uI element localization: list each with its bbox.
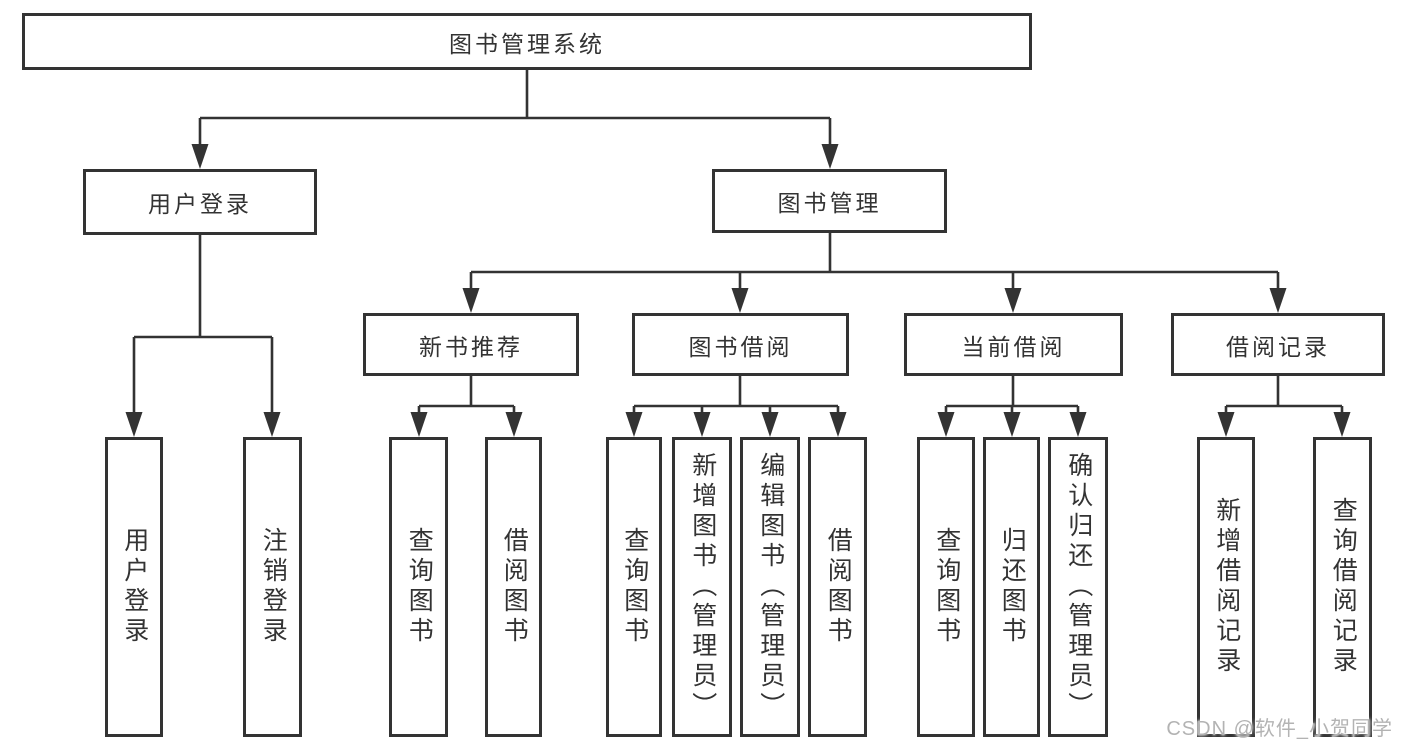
leaf-query-books-current: 查询图书 <box>917 437 975 737</box>
leaf-add-borrow-record: 新增借阅记录 <box>1197 437 1255 737</box>
node-label: 确认归还（管理员） <box>1064 452 1093 722</box>
node-label: 编辑图书（管理员） <box>756 452 785 722</box>
node-label: 归还图书 <box>998 527 1027 647</box>
node-user-login-branch: 用户登录 <box>83 169 317 235</box>
leaf-return-books: 归还图书 <box>983 437 1040 737</box>
connector-current-borrowing-leaves <box>937 376 1087 437</box>
node-current-borrowing: 当前借阅 <box>904 313 1123 376</box>
leaf-confirm-return-admin: 确认归还（管理员） <box>1048 437 1108 737</box>
node-book-borrowing: 图书借阅 <box>632 313 849 376</box>
node-label: 新增借阅记录 <box>1212 497 1241 677</box>
node-label: 查询图书 <box>932 527 961 647</box>
csdn-watermark: CSDN @软件_小贺同学 <box>1166 718 1393 740</box>
node-borrowing-records: 借阅记录 <box>1171 313 1385 376</box>
node-label: 图书借阅 <box>688 333 793 360</box>
node-label: 借阅记录 <box>1226 333 1330 360</box>
leaf-user-login: 用户登录 <box>105 437 163 737</box>
node-label: 当前借阅 <box>961 333 1066 360</box>
node-label: 用户登录 <box>120 527 149 647</box>
connector-book-management-to-level2 <box>462 233 1287 313</box>
node-label: 新增图书（管理员） <box>688 452 717 722</box>
node-new-book-recommendation: 新书推荐 <box>363 313 579 376</box>
node-library-management-system: 图书管理系统 <box>22 13 1032 70</box>
connector-user-login-to-leaves <box>125 235 281 437</box>
leaf-borrow-books-recommendation: 借阅图书 <box>485 437 542 737</box>
node-label: 新书推荐 <box>419 333 523 360</box>
node-book-management-branch: 图书管理 <box>712 169 947 233</box>
connector-borrowing-records-leaves <box>1217 376 1351 437</box>
leaf-query-books-recommendation: 查询图书 <box>389 437 448 737</box>
node-label: 注销登录 <box>259 527 288 647</box>
node-label: 用户登录 <box>148 191 252 217</box>
node-label: 借阅图书 <box>824 527 853 647</box>
leaf-edit-books-admin: 编辑图书（管理员） <box>740 437 800 737</box>
connector-new-book-recommendation-leaves <box>410 376 523 437</box>
node-label: 图书管理系统 <box>449 30 605 57</box>
leaf-add-books-admin: 新增图书（管理员） <box>672 437 732 737</box>
connector-book-borrowing-leaves <box>625 376 847 437</box>
leaf-query-borrow-record: 查询借阅记录 <box>1313 437 1372 737</box>
node-label: 查询图书 <box>405 527 434 647</box>
leaf-borrow-books-borrowing: 借阅图书 <box>808 437 867 737</box>
connector-root-to-level1 <box>191 70 839 169</box>
node-label: 查询借阅记录 <box>1329 497 1358 677</box>
node-label: 借阅图书 <box>500 527 529 647</box>
node-label: 图书管理 <box>777 190 882 216</box>
leaf-query-books-borrowing: 查询图书 <box>606 437 662 737</box>
node-label: 查询图书 <box>620 527 649 647</box>
leaf-logout: 注销登录 <box>243 437 302 737</box>
